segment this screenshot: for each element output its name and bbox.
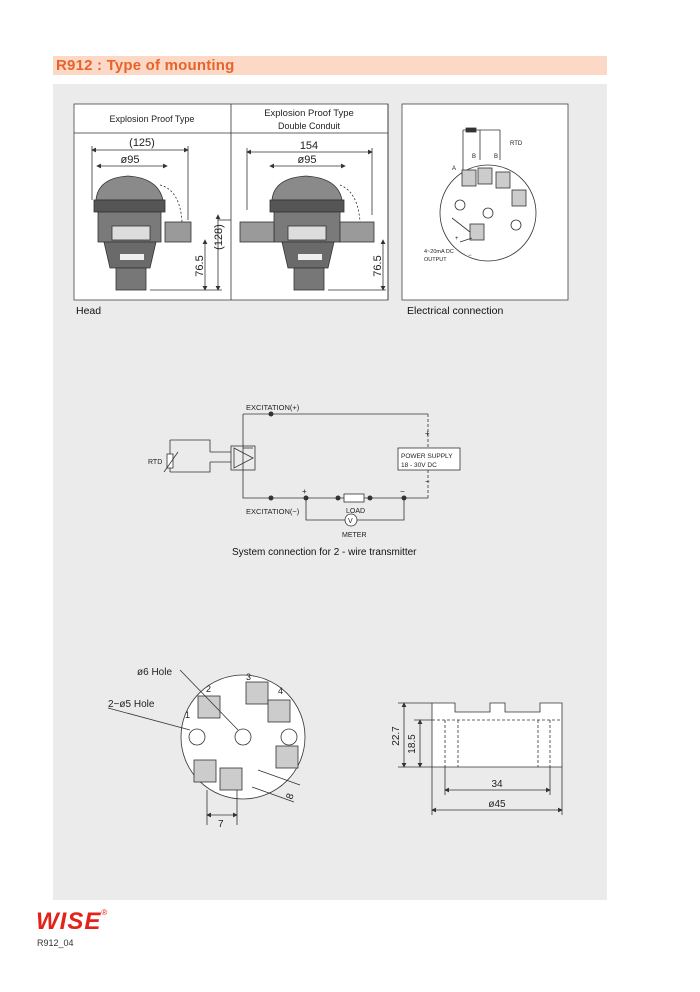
terminal-2: 2 [206, 684, 211, 694]
logo-text: WISE [36, 908, 102, 935]
title-bar [53, 56, 607, 75]
elec-rtd: RTD [510, 141, 523, 147]
head-housing-single [91, 146, 231, 291]
sys-meter: METER [342, 532, 367, 539]
head-housing-double [239, 148, 386, 291]
page-number: R912_04 [37, 938, 74, 948]
elec-plus: + [455, 236, 459, 242]
elec-b1: B [472, 154, 476, 160]
dim-45: ø45 [488, 799, 506, 810]
dim-d95-b: ø95 [298, 154, 317, 166]
terminal-side-view [398, 702, 563, 815]
dim-76-5: 76.5 [194, 255, 206, 276]
caption-head: Head [76, 305, 102, 317]
terminal-4: 4 [278, 686, 283, 696]
page-title: R912 : Type of mounting [56, 57, 235, 74]
terminal-top-view [107, 669, 306, 825]
sys-psu-2: 18 - 30V DC [401, 462, 437, 469]
sys-exc-plus: EXCITATION(+) [246, 403, 300, 412]
system-nodes [268, 411, 407, 501]
hole-6: ø6 Hole [137, 667, 172, 678]
dim-7: 7 [218, 819, 224, 830]
dim-d95: ø95 [121, 154, 140, 166]
sys-minus-2: − [425, 477, 430, 486]
sys-psu-1: POWER SUPPLY [401, 453, 453, 460]
hole-5: 2−ø5 Hole [108, 699, 155, 710]
sys-exc-minus: EXCITATION(−) [246, 507, 300, 516]
system-diagram [163, 413, 461, 527]
terminal-1: 1 [185, 710, 190, 720]
elec-minus: − [468, 253, 472, 259]
sys-load: LOAD [346, 508, 365, 515]
sys-plus-2: + [425, 429, 430, 438]
dim-128: (128) [213, 224, 225, 250]
electrical-drawing [401, 103, 569, 301]
sys-minus: − [400, 487, 405, 496]
dim-8: 8 [284, 792, 296, 801]
dim-154: 154 [300, 140, 318, 152]
col2-subtitle: Double Conduit [278, 121, 341, 131]
dim-22-7: 22.7 [391, 726, 402, 746]
col2-title: Explosion Proof Type [264, 108, 354, 119]
sys-plus: + [302, 487, 307, 496]
wise-logo: WISE® [36, 908, 107, 936]
logo-reg: ® [101, 908, 108, 917]
dim-18-5: 18.5 [407, 734, 418, 754]
elec-b2: B [494, 154, 498, 160]
col1-title: Explosion Proof Type [110, 114, 195, 124]
dim-125: (125) [129, 137, 155, 149]
terminal-3: 3 [246, 672, 251, 682]
elec-a: A [452, 166, 456, 172]
caption-system: System connection for 2 - wire transmitt… [232, 547, 417, 558]
sys-meter-symbol: V [348, 518, 353, 525]
elec-output-1: 4~20mA DC [424, 249, 454, 255]
elec-output-2: OUTPUT [424, 257, 447, 263]
sys-rtd: RTD [148, 459, 162, 466]
dim-34: 34 [491, 779, 503, 790]
dim-76-5-b: 76.5 [372, 255, 384, 276]
caption-electrical: Electrical connection [407, 305, 504, 317]
